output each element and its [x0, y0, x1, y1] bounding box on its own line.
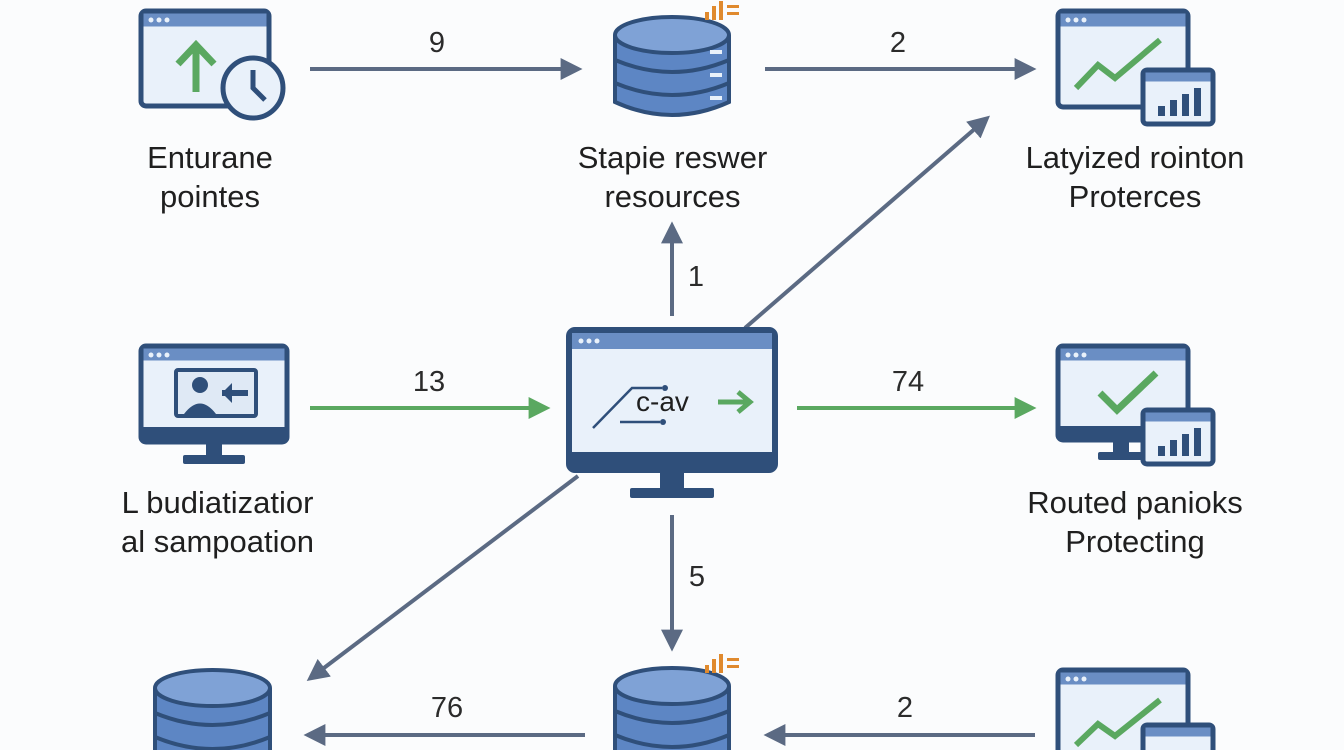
node-n5-icon: c-av	[566, 327, 778, 498]
bar-chart-card-icon	[1140, 407, 1216, 467]
node-n6-label-line2: Protecting	[1065, 524, 1205, 559]
edge-label-n1-n2: 9	[428, 27, 446, 59]
user-card-icon	[174, 368, 258, 418]
edge-label-n2-n3: 2	[889, 27, 907, 59]
node-n1-label-line2: pointes	[160, 179, 260, 214]
signal-bars-icon	[705, 1, 739, 20]
node-n1-icon	[138, 8, 286, 121]
arrow-n5-to-n7	[306, 474, 580, 681]
node-n4-icon	[138, 343, 290, 464]
node-n4-label: L budiatizatior al sampoation	[90, 483, 345, 561]
green-arrow-icon	[718, 390, 754, 414]
node-n2-label-line2: resources	[604, 179, 741, 214]
node-n2-icon	[613, 1, 739, 117]
node-n4-label-line1: L budiatizatior	[121, 485, 314, 520]
node-n4-label-line2: al sampoation	[120, 524, 314, 559]
node-n6-label-line1: Routed panioks	[1027, 485, 1243, 520]
node-n2-label-line1: Stapie reswer	[577, 140, 768, 175]
line-chart-icon	[1073, 697, 1162, 748]
node-n2-label: Stapie reswer resources	[540, 138, 805, 216]
node-n9-icon	[1055, 667, 1216, 750]
edge-label-n5-n2: 1	[687, 261, 705, 293]
node-n8-icon	[613, 654, 739, 750]
node-n6-icon	[1055, 343, 1216, 467]
node-n7-icon	[153, 668, 272, 750]
node-n1-label: Enturane pointes	[115, 138, 305, 216]
code-lines-icon	[592, 385, 668, 429]
node-n3-icon	[1055, 8, 1216, 127]
code-screen-text: c-av	[636, 386, 689, 417]
node-n3-label: Latyized rointon Proterces	[990, 138, 1280, 216]
node-n3-label-line1: Latyized rointon	[1025, 140, 1245, 175]
line-chart-icon	[1073, 37, 1162, 91]
up-arrow-icon	[175, 39, 217, 92]
node-n1-label-line1: Enturane	[147, 140, 273, 175]
edge-label-n5-n6: 74	[891, 366, 925, 398]
edge-label-n4-n5: 13	[412, 366, 446, 398]
signal-bars-icon	[705, 654, 739, 673]
bar-chart-card-icon	[1140, 67, 1216, 127]
edge-label-n8-n7: 76	[430, 692, 464, 724]
clock-icon	[220, 55, 286, 121]
node-n6-label: Routed panioks Protecting	[990, 483, 1280, 561]
bar-chart-card-icon	[1140, 722, 1216, 750]
edge-label-n5-n8: 5	[688, 561, 706, 593]
node-n3-label-line2: Proterces	[1068, 179, 1202, 214]
arrow-n5-to-n3	[743, 115, 990, 330]
checkmark-icon	[1097, 370, 1159, 415]
edge-label-n9-n8: 2	[896, 692, 914, 724]
